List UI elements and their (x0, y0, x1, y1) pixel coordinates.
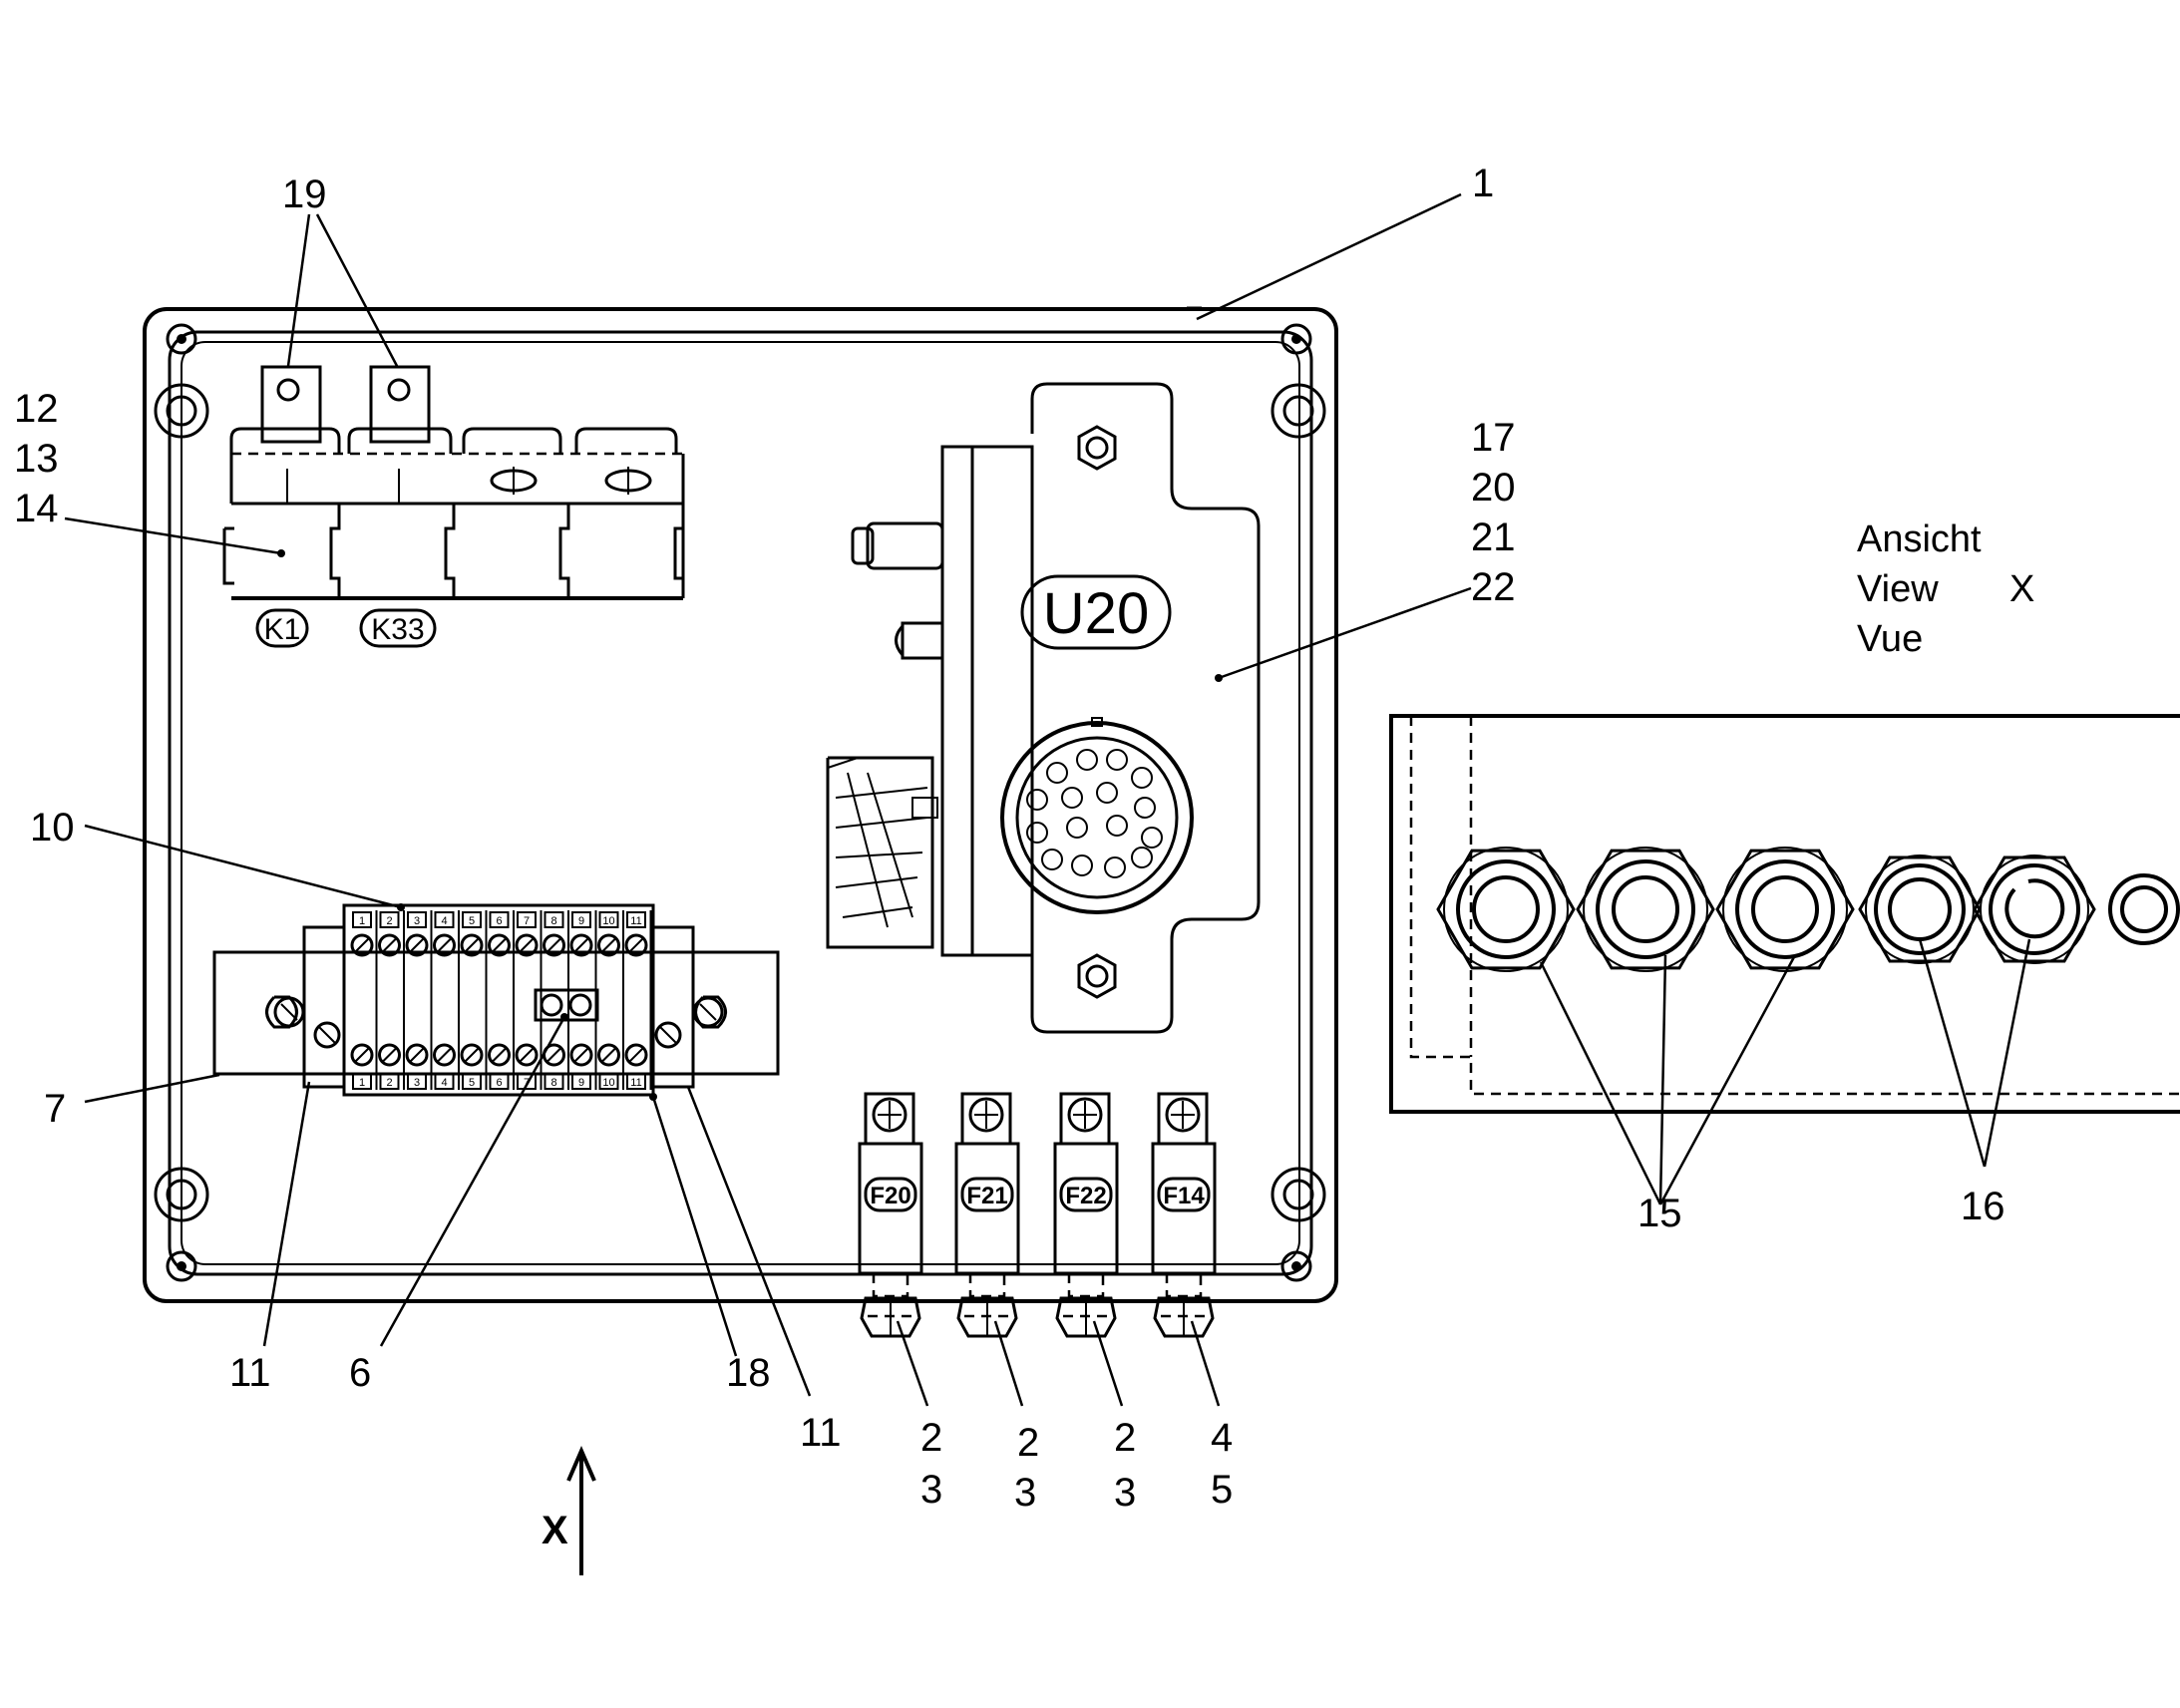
callout-7: 7 (44, 1087, 66, 1131)
callout-3-c: 3 (1114, 1471, 1136, 1515)
cable-gland (1436, 847, 1576, 972)
relay-k33-tag: K33 (359, 608, 437, 648)
terminal-number-bottom: 2 (386, 1077, 392, 1089)
callout-14: 14 (14, 487, 59, 530)
terminal-number-top: 7 (524, 915, 530, 927)
terminal-number-top: 9 (578, 915, 584, 927)
terminal-number-bottom: 5 (469, 1077, 475, 1089)
view-caption-de: Ansicht (1857, 518, 1982, 560)
terminal-number-bottom: 11 (630, 1077, 641, 1089)
relay-k33-label: K33 (371, 613, 424, 646)
fuse-holder-f21: F21 (954, 1092, 1020, 1338)
terminal-2: 22 (378, 910, 405, 1090)
callout-21: 21 (1471, 515, 1516, 559)
callout-11-left: 11 (229, 1351, 271, 1395)
terminal-1: 11 (350, 910, 378, 1090)
callout-10: 10 (30, 806, 75, 850)
terminal-number-top: 2 (386, 915, 392, 927)
callout-numbers: 1 19 12 13 14 17 20 21 22 10 7 11 6 18 1… (14, 162, 2005, 1515)
terminal-number-top: 8 (550, 915, 556, 927)
mounting-holes (154, 323, 1326, 1282)
terminal-number-top: 6 (496, 915, 502, 927)
view-arrow-label: X (542, 1509, 568, 1552)
terminal-3: 33 (405, 910, 433, 1090)
callout-3-b: 3 (1014, 1471, 1036, 1515)
callout-22: 22 (1471, 565, 1516, 609)
terminal-number-top: 3 (414, 915, 420, 927)
fuse-label: F22 (1065, 1183, 1106, 1209)
terminal-number-bottom: 10 (602, 1077, 614, 1089)
callout-16: 16 (1961, 1185, 2005, 1228)
u20-module: U20 (826, 382, 1261, 1034)
terminal-6: 66 (488, 910, 515, 1090)
fuse-label: F14 (1163, 1183, 1205, 1209)
callout-20: 20 (1471, 466, 1516, 510)
cable-gland (1973, 854, 2096, 964)
fuse-holder-f22: F22 (1053, 1092, 1119, 1338)
terminal-8: 88 (543, 910, 569, 1090)
callout-2-c: 2 (1114, 1416, 1136, 1460)
callout-18: 18 (726, 1351, 771, 1395)
fuse-holder-f20: F20 (858, 1092, 923, 1338)
view-direction-arrow: X (542, 1445, 596, 1575)
callout-2-a: 2 (920, 1416, 942, 1460)
terminal-number-top: 5 (469, 915, 475, 927)
terminal-number-bottom: 3 (414, 1077, 420, 1089)
terminal-number-bottom: 1 (359, 1077, 365, 1089)
relay-block (222, 365, 685, 600)
callout-19: 19 (282, 172, 327, 216)
u20-label: U20 (1043, 581, 1149, 646)
callout-12: 12 (14, 387, 59, 431)
terminal-4: 44 (433, 910, 460, 1090)
cable-gland (1858, 854, 1982, 964)
terminal-number-bottom: 6 (496, 1077, 502, 1089)
fuse-holder-f14: F14 (1151, 1092, 1217, 1338)
fuse-holders: F20 F21 F22 F14 (858, 1092, 1217, 1338)
enclosure-housing (143, 306, 1338, 1303)
terminal-number-top: 10 (602, 915, 614, 927)
view-caption-fr: Vue (1857, 618, 1923, 660)
callout-17: 17 (1471, 416, 1516, 460)
callout-11-right: 11 (800, 1411, 842, 1455)
callout-2-b: 2 (1017, 1421, 1039, 1465)
callout-5: 5 (1211, 1468, 1233, 1512)
terminal-9: 99 (569, 910, 597, 1090)
terminal-10: 10 10 (597, 910, 624, 1090)
terminal-number-top: 4 (441, 915, 447, 927)
terminal-number-bottom: 8 (550, 1077, 556, 1089)
callout-3-a: 3 (920, 1468, 942, 1512)
terminal-11: 11 11 (624, 910, 652, 1090)
fuse-label: F20 (870, 1183, 910, 1209)
callout-15: 15 (1637, 1192, 1682, 1235)
callout-13: 13 (14, 437, 59, 481)
terminal-number-bottom: 4 (441, 1077, 447, 1089)
fuse-label: F21 (966, 1183, 1007, 1209)
view-caption-letter: X (2009, 568, 2034, 610)
leader-lines (64, 192, 2031, 1407)
terminal-7: 77 (515, 910, 543, 1090)
terminal-5: 55 (460, 910, 488, 1090)
relay-k1-label: K1 (264, 613, 301, 646)
cable-glands (1436, 847, 2180, 972)
cable-gland (1715, 847, 1855, 972)
relay-k1-tag: K1 (255, 608, 309, 648)
callout-1: 1 (1472, 162, 1494, 205)
callout-6: 6 (349, 1351, 371, 1395)
callout-4: 4 (1211, 1416, 1233, 1460)
cable-gland (2108, 873, 2180, 945)
connector-pins (1026, 749, 1163, 878)
terminal-number-top: 1 (359, 915, 365, 927)
terminal-number-top: 11 (630, 915, 641, 927)
terminal-number-bottom: 9 (578, 1077, 584, 1089)
view-caption-en: View (1857, 568, 1939, 610)
view-caption: Ansicht View X Vue (1857, 518, 2034, 660)
cable-gland (1576, 847, 1715, 972)
view-x-panel (1389, 714, 2180, 1114)
